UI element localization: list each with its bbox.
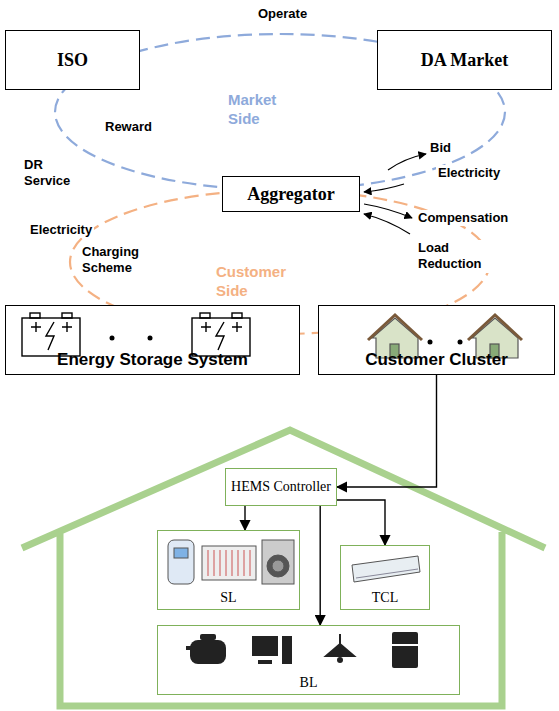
box-label: SL [220, 590, 236, 605]
flow-arrow [364, 214, 410, 234]
process-box: ISO [5, 30, 140, 90]
battery-icons [22, 313, 250, 356]
house-icons [368, 315, 522, 358]
process-box: Customer Cluster [318, 305, 555, 375]
annotation-label: Electricity [436, 165, 502, 181]
connector-arrow [244, 506, 245, 530]
box-label: Aggregator [247, 184, 335, 205]
annotation-label: Compensation [416, 210, 510, 226]
annotation-label: Operate [256, 6, 309, 22]
annotation-label: Bid [428, 140, 453, 156]
connector-arrow [337, 375, 437, 487]
basic-load-icons [186, 632, 418, 668]
connector-arrow [320, 506, 321, 625]
process-box: HEMS Controller [225, 468, 337, 506]
annotation-label: Market Side [226, 91, 278, 129]
process-box: DA Market [377, 30, 552, 90]
connector-arrow [337, 500, 385, 545]
flow-arrow [364, 184, 404, 192]
annotation-label: Customer Side [214, 263, 288, 301]
box-label: HEMS Controller [231, 479, 331, 494]
box-label: Energy Storage System [57, 350, 248, 370]
house-outline [22, 430, 545, 706]
box-label: ISO [57, 50, 88, 71]
annotation-label: DR Service [22, 157, 72, 190]
annotation-label: Electricity [28, 222, 94, 238]
box-label: DA Market [421, 50, 508, 71]
air-conditioner-icon [352, 556, 420, 582]
annotation-label: Charging Scheme [80, 244, 154, 277]
process-box: Aggregator [222, 176, 360, 212]
process-box: Energy Storage System [5, 305, 300, 375]
annotation-label: Load Reduction [416, 240, 492, 273]
box-label: BL [300, 675, 318, 690]
shiftable-load-icons [168, 540, 294, 584]
flow-arrow [388, 154, 426, 170]
annotation-label: Reward [103, 119, 154, 135]
box-label: TCL [372, 590, 398, 605]
box-label: Customer Cluster [365, 350, 508, 370]
